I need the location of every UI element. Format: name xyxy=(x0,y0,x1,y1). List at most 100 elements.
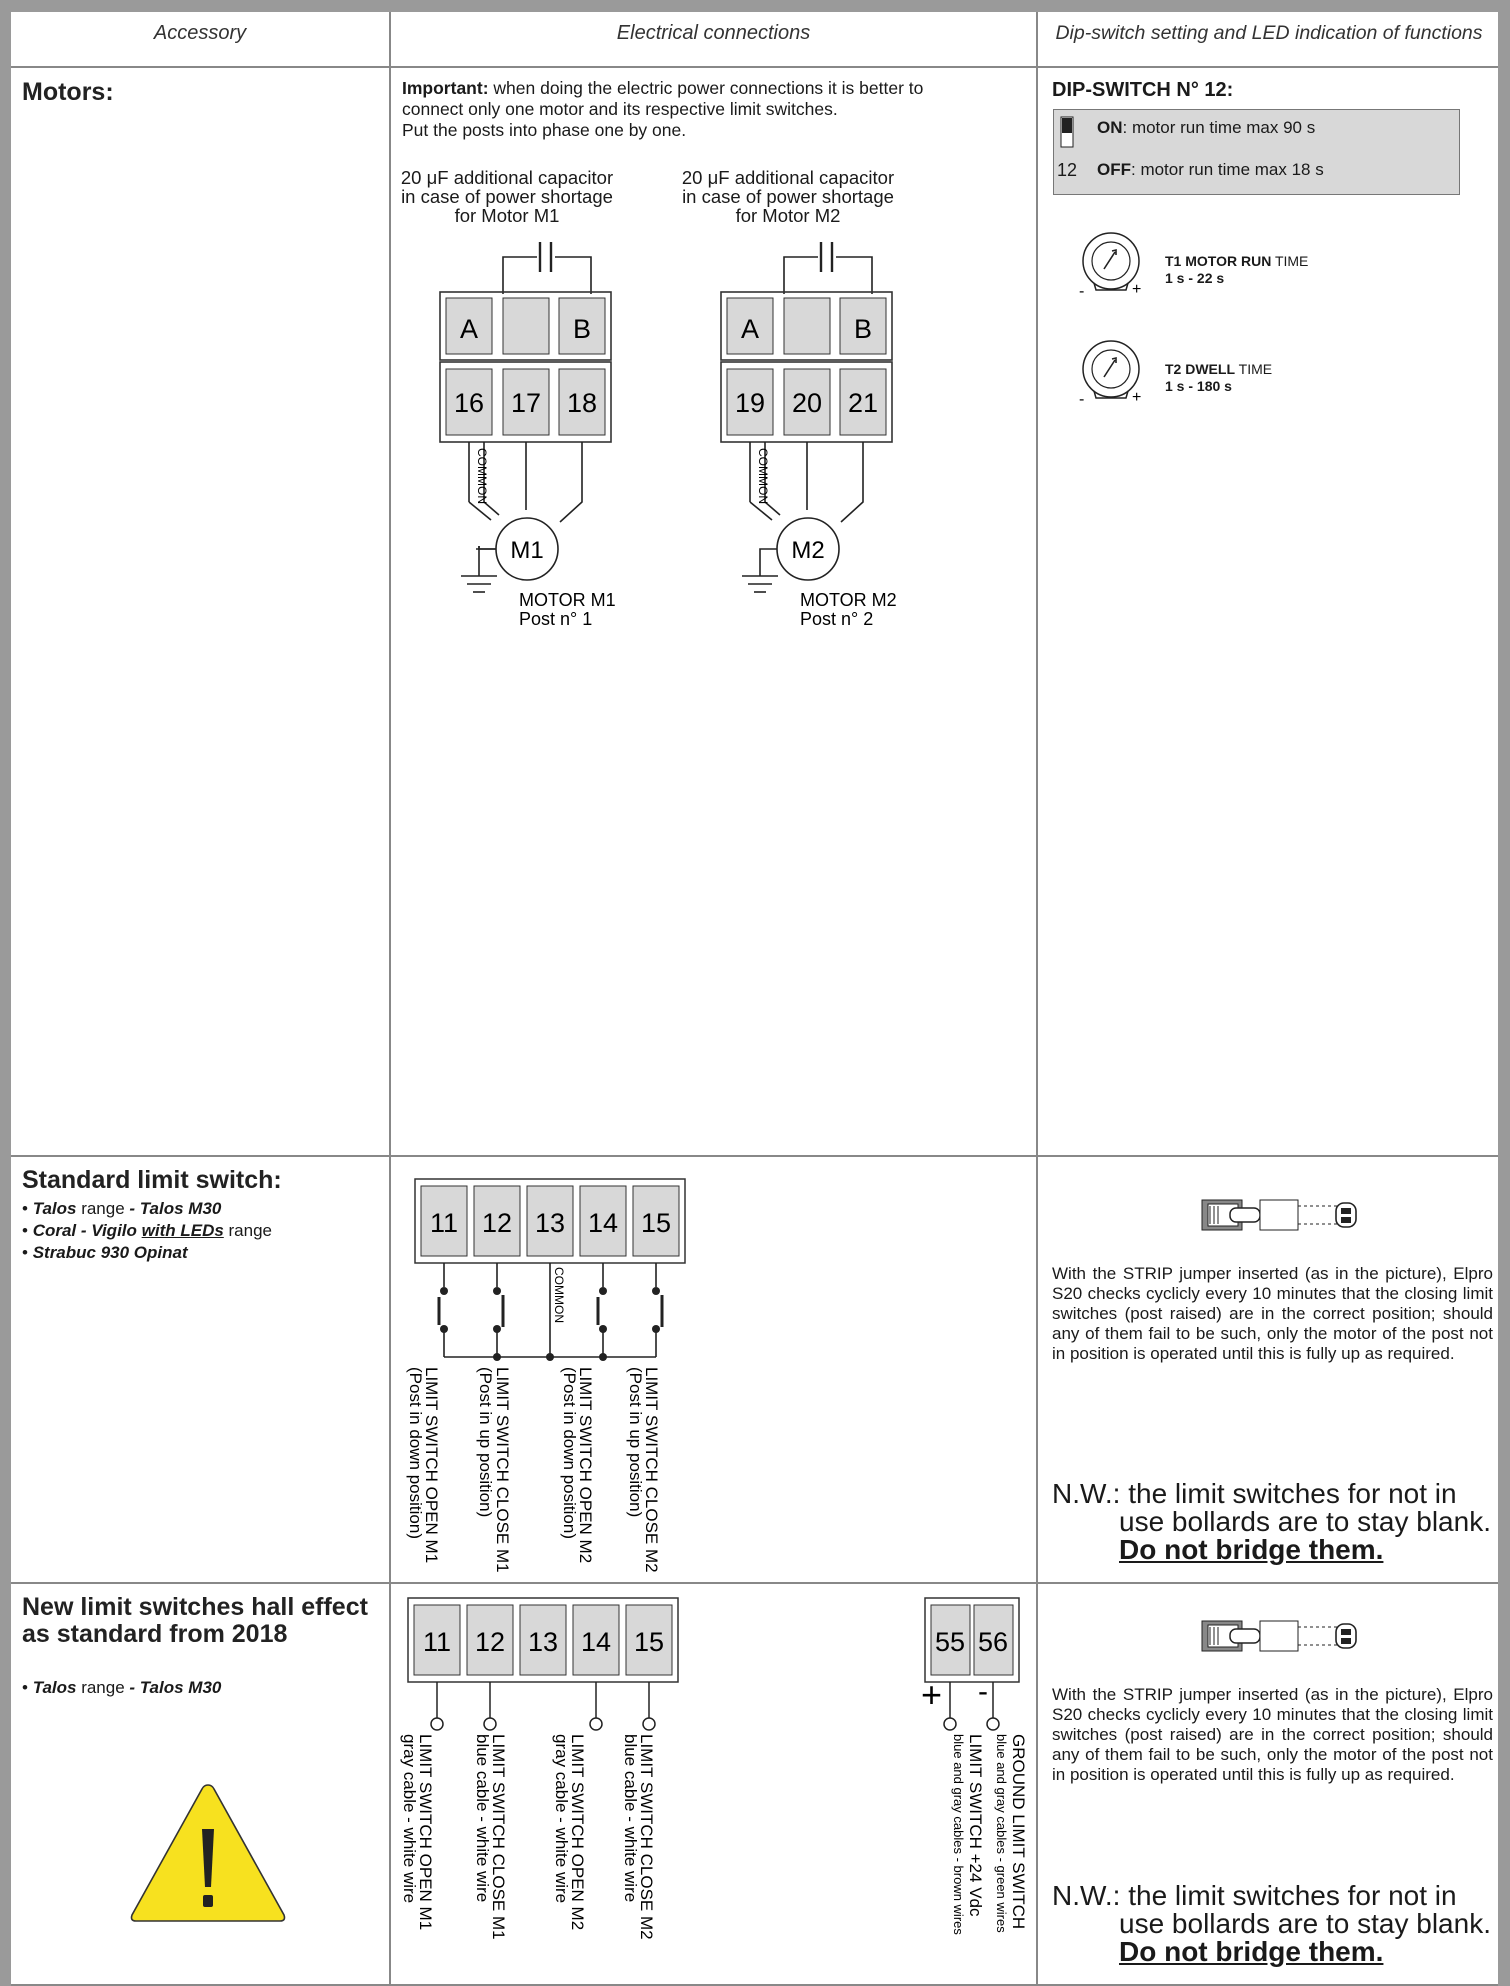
cap2-line3: for Motor M2 xyxy=(736,205,841,226)
hall-power-block xyxy=(924,1597,1020,1683)
row-divider xyxy=(11,1155,1498,1157)
std-b2-c: range xyxy=(223,1221,272,1240)
t2-plus: + xyxy=(1132,389,1141,406)
m2-terminal-blank xyxy=(783,297,831,355)
std-nw-line2: use bollards are to stay blank. xyxy=(1119,1506,1491,1537)
dip-number: 12 xyxy=(1057,160,1078,180)
std-limit-bullets: • Talos range - Talos M30 • Coral - Vigi… xyxy=(22,1198,272,1264)
m1-terminal-16 xyxy=(445,368,493,436)
dip-switch-box: ON: motor run time max 90 s 12 OFF: moto… xyxy=(1053,109,1460,195)
cap1-line1: 20 μF additional capacitor xyxy=(401,167,613,188)
m2-terminal-b xyxy=(839,297,887,355)
std-label-close-m2-a: LIMIT SWITCH CLOSE M2 xyxy=(642,1367,661,1573)
t2-bold: T2 DWELL xyxy=(1165,361,1235,377)
hall-t11: 11 xyxy=(423,1627,451,1657)
std-b1-b: range xyxy=(76,1199,130,1218)
std-bullet-2: • Coral - Vigilo with LEDs range xyxy=(22,1221,272,1240)
t1-bold: T1 MOTOR RUN xyxy=(1165,253,1272,269)
std-t12: 12 xyxy=(482,1208,512,1238)
hall-label-open-m1-b: gray cable - white wire xyxy=(400,1734,419,1903)
m2-t20: 20 xyxy=(792,388,822,418)
std-bullet-3: • Strabuc 930 Opinat xyxy=(22,1243,188,1262)
std-limit-diagram: 11 12 13 14 15 xyxy=(406,1178,686,1573)
right-border xyxy=(1498,0,1510,1986)
t1-minus: - xyxy=(1079,283,1084,298)
motor1-line1: MOTOR M1 xyxy=(519,590,616,610)
hall-t14: 14 xyxy=(581,1627,611,1657)
m1-common-label: COMMON xyxy=(475,448,489,504)
m2-wire xyxy=(749,501,773,521)
strip-jumper-icon xyxy=(1201,1620,1357,1652)
std-label-close-m1-b: (Post in up position) xyxy=(476,1367,495,1517)
dip-on-line: ON: motor run time max 90 s xyxy=(1097,118,1315,138)
m1-wire xyxy=(468,501,492,521)
left-border xyxy=(0,0,11,1986)
cap2-wire-right xyxy=(836,256,873,294)
important-line2: connect only one motor and its respectiv… xyxy=(402,99,838,119)
m1-ab-block xyxy=(439,291,612,361)
m1-terminal-a xyxy=(445,297,493,355)
m1-t18: 18 xyxy=(567,388,597,418)
dip-off-text: : motor run time max 18 s xyxy=(1131,160,1324,179)
hall-label-close-m1-b: blue cable - white wire xyxy=(473,1734,492,1902)
important-label: Important: xyxy=(402,78,489,98)
std-label-open-m2-b: (Post in down position) xyxy=(560,1367,579,1539)
hall-power-gnd-a: GROUND LIMIT SWITCH xyxy=(1009,1734,1028,1929)
t2-minus: - xyxy=(1079,391,1084,406)
std-b2-b: with LEDs xyxy=(141,1221,224,1240)
std-label-open-m1-a: LIMIT SWITCH OPEN M1 xyxy=(422,1367,441,1563)
cap2-wire-left xyxy=(783,256,818,294)
m1-motor-label: M1 xyxy=(510,537,543,564)
hall-label-open-m2-a: LIMIT SWITCH OPEN M2 xyxy=(568,1734,587,1930)
hall-b1-a: Talos xyxy=(32,1678,77,1697)
std-bullet-1: • Talos range - Talos M30 xyxy=(22,1199,222,1218)
t1-rest: TIME xyxy=(1271,253,1309,269)
hall-b1-b: range xyxy=(76,1678,130,1697)
row-divider xyxy=(11,1582,1498,1584)
dip-off-label: OFF xyxy=(1097,160,1131,179)
hall-t55: 55 xyxy=(935,1627,965,1657)
row-divider xyxy=(11,66,1498,68)
hall-title-1: New limit switches hall effect xyxy=(22,1593,368,1621)
motors-title: Motors: xyxy=(22,78,114,106)
m2-wire xyxy=(764,501,781,516)
t1-trimmer-icon: - + xyxy=(1079,232,1141,298)
t2-range: 1 s - 180 s xyxy=(1165,378,1232,394)
m1-terminal-17 xyxy=(502,368,550,436)
m1-a-label: A xyxy=(460,314,478,344)
cap1-line3: for Motor M1 xyxy=(455,205,560,226)
t2-rest: TIME xyxy=(1235,361,1273,377)
hall-t13: 13 xyxy=(528,1627,558,1657)
m1-b-label: B xyxy=(573,314,591,344)
std-t14: 14 xyxy=(588,1208,618,1238)
m1-t16: 16 xyxy=(454,388,484,418)
m2-common-label: COMMON xyxy=(756,448,770,504)
m1-terminal-b xyxy=(558,297,606,355)
t1-range: 1 s - 22 s xyxy=(1165,270,1225,286)
header-dip-led: Dip-switch setting and LED indication of… xyxy=(1055,22,1483,44)
m2-terminal-21 xyxy=(839,368,887,436)
std-t11: 11 xyxy=(430,1208,458,1238)
hall-label-close-m2-a: LIMIT SWITCH CLOSE M2 xyxy=(637,1734,656,1940)
motor2-line1: MOTOR M2 xyxy=(800,590,897,610)
warning-icon xyxy=(130,1784,286,1922)
header-electrical: Electrical connections xyxy=(616,22,811,44)
m2-wire xyxy=(840,442,864,523)
std-limit-title: Standard limit switch: xyxy=(22,1166,282,1194)
motor-wiring-diagram: 20 μF additional capacitor in case of po… xyxy=(401,167,897,629)
hall-title-2: as standard from 2018 xyxy=(22,1620,288,1648)
std-nw-note: N.W.: the limit switches for not in use … xyxy=(1052,1480,1491,1564)
hall-power-plus-b: blue and gray cables - brown wires xyxy=(951,1734,966,1935)
t1-label: T1 MOTOR RUN TIME 1 s - 22 s xyxy=(1165,253,1308,287)
dip-off-line: OFF: motor run time max 18 s xyxy=(1097,160,1324,180)
hall-nw-note: N.W.: the limit switches for not in use … xyxy=(1052,1882,1491,1966)
std-b1-a: Talos xyxy=(32,1199,77,1218)
column-divider xyxy=(389,12,391,1986)
cap2-line1: 20 μF additional capacitor xyxy=(682,167,894,188)
m2-ground-wire xyxy=(759,548,777,576)
hall-label-close-m2-b: blue cable - white wire xyxy=(621,1734,640,1902)
hall-power-plus-a: LIMIT SWITCH +24 Vdc xyxy=(966,1734,985,1917)
hall-bullet-1: • Talos range - Talos M30 xyxy=(22,1678,222,1697)
hall-t15: 15 xyxy=(634,1627,664,1657)
